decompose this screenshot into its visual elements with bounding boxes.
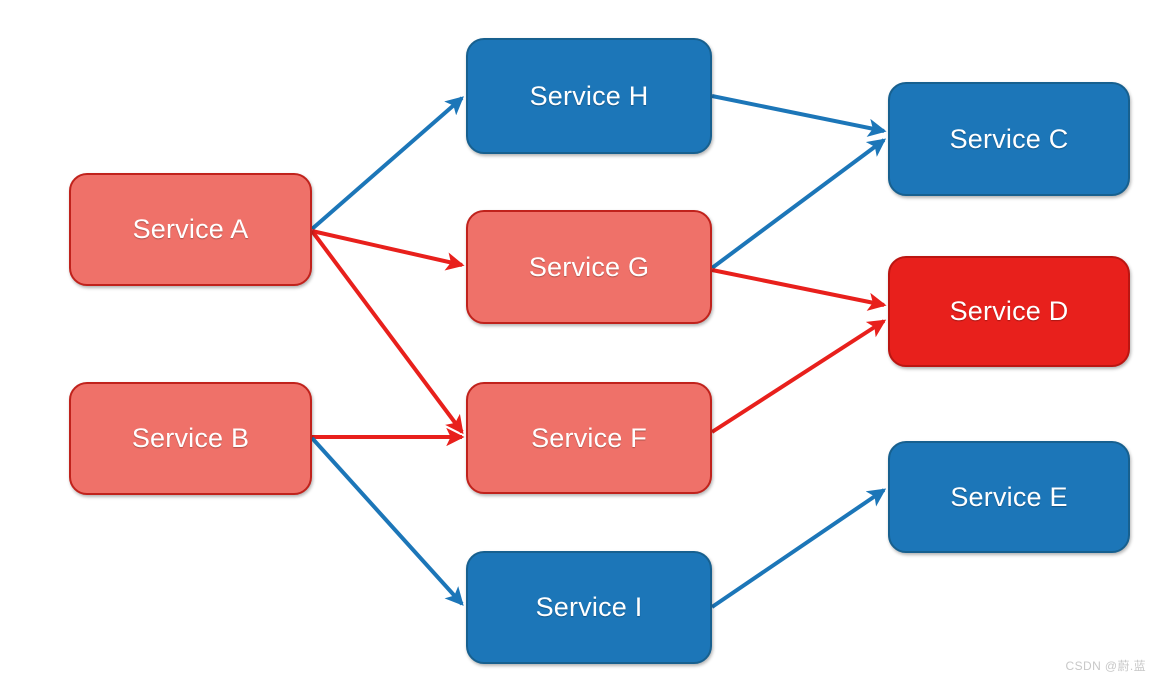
edge-b-to-i [310, 436, 464, 606]
edge-a-to-g [311, 229, 465, 271]
node-label: Service I [535, 592, 643, 622]
node-service-i[interactable]: Service I [466, 551, 712, 664]
node-label: Service E [950, 481, 1068, 512]
edge-a-to-h [310, 96, 464, 231]
node-service-e[interactable]: Service E [888, 441, 1130, 553]
node-service-g[interactable]: Service G [466, 210, 712, 324]
node-service-b[interactable]: Service B [69, 382, 312, 495]
node-label: Service H [529, 80, 649, 111]
node-service-d[interactable]: Service D [888, 256, 1130, 367]
node-label: Service D [949, 296, 1069, 326]
watermark: CSDN @蔚.蓝 [1065, 659, 1146, 673]
edge-h-to-c [711, 94, 887, 137]
edge-i-to-e [710, 488, 887, 609]
node-service-h[interactable]: Service H [466, 38, 712, 154]
node-service-c[interactable]: Service C [888, 82, 1130, 196]
node-service-a[interactable]: Service A [69, 173, 312, 286]
edge-g-to-d [711, 268, 887, 311]
node-label: Service B [131, 423, 250, 453]
node-label: Service F [531, 422, 647, 453]
node-service-f[interactable]: Service F [466, 382, 712, 494]
node-label: Service C [949, 123, 1069, 154]
edge-a-to-f [310, 229, 464, 435]
node-label: Service A [132, 214, 249, 244]
edge-f-to-d [710, 319, 887, 434]
edge-g-to-c [710, 138, 887, 270]
node-label: Service G [528, 251, 650, 282]
